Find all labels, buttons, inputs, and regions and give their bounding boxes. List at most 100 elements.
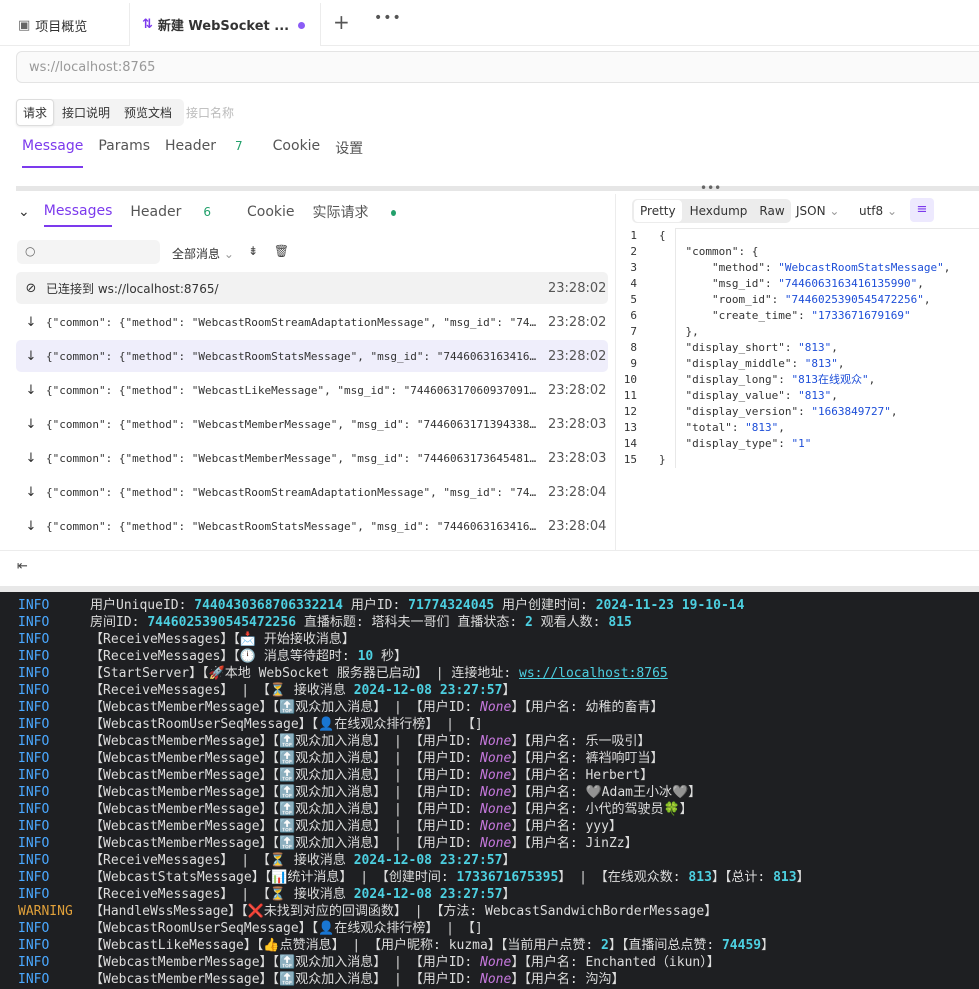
- tab-message[interactable]: Message: [22, 138, 84, 168]
- log-level: INFO: [18, 785, 50, 800]
- log-text: 【WebcastMemberMessage】【🔝观众加入消息】 | 【用户ID:: [90, 734, 481, 749]
- subtab-api-doc[interactable]: 接口说明: [62, 106, 111, 120]
- tab-new-websocket[interactable]: ⇅ 新建 WebSocket ...: [129, 3, 321, 46]
- layout-icon: ▣: [18, 17, 31, 33]
- collapse-left-icon[interactable]: ⇤: [17, 559, 28, 574]
- chevron-down-icon: ⌄: [223, 247, 234, 261]
- view-raw[interactable]: Raw: [759, 204, 785, 218]
- log-line: INFO【ReceiveMessages】【📩 开始接收消息】: [18, 631, 355, 648]
- code-line: 3 "method": "WebcastRoomStatsMessage",: [617, 260, 979, 276]
- log-text: 【WebcastRoomUserSeqMessage】【👤在线观众排行榜】 | …: [90, 921, 483, 936]
- message-row[interactable]: ↓{"common": {"method": "WebcastMemberMes…: [16, 408, 608, 440]
- chevron-down-icon: ⌄: [829, 204, 840, 218]
- message-text: {"common": {"method": "WebcastLikeMessag…: [46, 383, 548, 397]
- log-text: 】【用户名: Enchanted（ikun）】: [511, 955, 720, 970]
- log-text: 2024-12-08 23:27:57: [353, 887, 503, 902]
- tab-panel-cookie[interactable]: Cookie: [247, 204, 295, 220]
- log-text: 7446025390545472256: [147, 615, 297, 630]
- tab-bar: ▣ 项目概览 ⇅ 新建 WebSocket ... + •••: [0, 0, 979, 46]
- code-line: 6 "create_time": "1733671679169": [617, 308, 979, 324]
- api-client-window: ▣ 项目概览 ⇅ 新建 WebSocket ... + ••• ws://loc…: [0, 0, 979, 592]
- log-line: INFO【WebcastRoomUserSeqMessage】【👤在线观众排行榜…: [18, 716, 483, 733]
- arrow-down-icon: ↓: [25, 518, 37, 534]
- view-hexdump[interactable]: Hexdump: [689, 204, 748, 218]
- log-level: INFO: [18, 853, 50, 868]
- trash-icon[interactable]: 🗑: [273, 244, 290, 258]
- message-row[interactable]: ↓{"common": {"method": "WebcastRoomStrea…: [16, 476, 608, 508]
- sort-icon[interactable]: ⇟: [248, 244, 259, 258]
- log-level: INFO: [18, 836, 50, 851]
- tab-settings[interactable]: 设置: [335, 141, 364, 157]
- interface-name-input[interactable]: 接口名称: [186, 106, 235, 120]
- panel-divider[interactable]: [16, 186, 979, 191]
- message-row[interactable]: ↓{"common": {"method": "WebcastRoomStrea…: [16, 306, 608, 338]
- log-text: None: [480, 785, 512, 800]
- format-select[interactable]: JSON ⌄: [796, 204, 839, 218]
- code-text: "method": "WebcastRoomStatsMessage",: [711, 261, 951, 274]
- code-text: "display_long": "813在线观众",: [685, 373, 876, 386]
- line-number: 9: [630, 357, 637, 370]
- log-level: INFO: [18, 632, 50, 647]
- check-circle-icon: ⊘: [25, 280, 37, 296]
- code-text: "total": "813",: [685, 421, 785, 434]
- message-row[interactable]: ↓{"common": {"method": "WebcastRoomStats…: [16, 510, 608, 542]
- log-level: INFO: [18, 955, 50, 970]
- log-level: INFO: [18, 717, 50, 732]
- log-text[interactable]: ws://localhost:8765: [519, 666, 668, 681]
- log-text: 房间ID:: [90, 615, 148, 630]
- message-time: 23:28:04: [548, 518, 607, 534]
- line-number: 10: [623, 373, 637, 386]
- code-line: 8 "display_short": "813",: [617, 340, 979, 356]
- connected-row[interactable]: ⊘已连接到 ws://localhost:8765/23:28:02: [16, 272, 608, 304]
- log-text: 2: [525, 615, 533, 630]
- log-text: None: [480, 768, 512, 783]
- divider: [0, 586, 979, 592]
- log-text: 【ReceiveMessages】 | 【⏳ 接收消息: [90, 683, 354, 698]
- log-level: INFO: [18, 700, 50, 715]
- tab-project-overview[interactable]: ▣ 项目概览: [8, 4, 128, 46]
- message-text: {"common": {"method": "WebcastMemberMess…: [46, 451, 548, 465]
- log-text: 】: [502, 683, 516, 698]
- tab-actual-request[interactable]: 实际请求: [313, 202, 414, 228]
- code-line: 13 "total": "813",: [617, 420, 979, 436]
- log-text: 2024-11-23 19-10-14: [595, 598, 745, 613]
- subtab-request[interactable]: 请求: [16, 99, 55, 126]
- subtab-preview-doc[interactable]: 预览文档: [124, 106, 173, 120]
- more-icon[interactable]: •••: [374, 10, 402, 26]
- message-tools: ⇟ 🗑: [248, 244, 301, 258]
- collapse-chevron-icon[interactable]: ⌄: [18, 204, 30, 220]
- line-number: 14: [623, 437, 637, 450]
- tab-header-label: Header: [165, 138, 217, 154]
- message-text: {"common": {"method": "WebcastRoomStream…: [46, 485, 548, 499]
- log-level: INFO: [18, 972, 50, 987]
- url-input[interactable]: ws://localhost:8765: [16, 51, 979, 83]
- message-row[interactable]: ↓{"common": {"method": "WebcastRoomStats…: [16, 340, 608, 372]
- log-text: 2: [601, 938, 609, 953]
- line-number: 12: [623, 405, 637, 418]
- code-line: 2 "common": {: [617, 244, 979, 260]
- message-row[interactable]: ↓{"common": {"method": "WebcastLikeMessa…: [16, 374, 608, 406]
- tab-messages[interactable]: Messages: [43, 203, 113, 227]
- drag-handle-icon[interactable]: •••: [700, 181, 722, 195]
- code-line: 9 "display_middle": "813",: [617, 356, 979, 372]
- view-pretty[interactable]: Pretty: [634, 200, 682, 222]
- tab-params[interactable]: Params: [98, 138, 151, 154]
- message-time: 23:28:02: [548, 382, 607, 398]
- encoding-select[interactable]: utf8 ⌄: [859, 204, 897, 218]
- log-text: None: [480, 836, 512, 851]
- panel-header-count: 6: [203, 205, 212, 219]
- message-filter-select[interactable]: 全部消息 ⌄: [172, 245, 234, 262]
- code-text: "display_middle": "813",: [685, 357, 845, 370]
- log-level: INFO: [18, 768, 50, 783]
- log-line: INFO【WebcastMemberMessage】【🔝观众加入消息】 | 【用…: [18, 767, 653, 784]
- log-line: WARNING【HandleWssMessage】【❌未找到对应的回调函数】 |…: [18, 903, 717, 920]
- tab-cookie[interactable]: Cookie: [272, 138, 321, 154]
- log-text: None: [480, 955, 512, 970]
- wrap-text-icon[interactable]: ≡: [910, 198, 934, 222]
- add-tab-icon[interactable]: +: [333, 10, 350, 34]
- message-search-input[interactable]: ○: [17, 240, 160, 264]
- message-row[interactable]: ↓{"common": {"method": "WebcastMemberMes…: [16, 442, 608, 474]
